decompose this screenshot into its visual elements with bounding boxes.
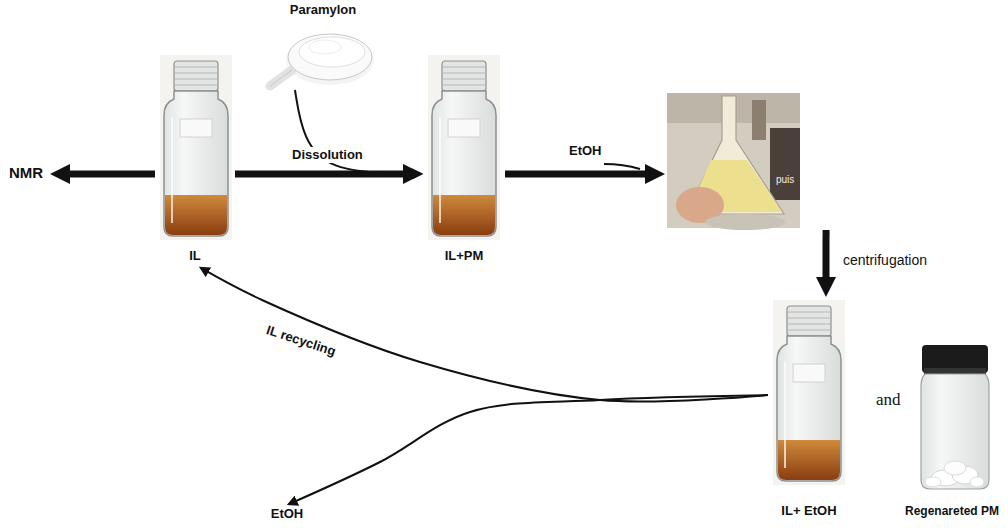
free-label: and	[876, 390, 901, 410]
edge-label: IL recycling	[261, 321, 340, 360]
edge-label: centrifugation	[840, 252, 930, 269]
spoon-photo-part	[270, 70, 292, 86]
vial-photo	[428, 55, 500, 240]
edge-label: EtOH	[566, 143, 605, 159]
output-label: EtOH	[262, 505, 312, 526]
sample-vial: IL	[155, 52, 235, 267]
flow-curve	[289, 395, 768, 504]
spoon-photo-part	[309, 40, 341, 54]
jar-photo-part	[924, 368, 986, 374]
spoon-photo-part	[286, 35, 374, 85]
node-label: IL+ EtOH	[778, 503, 839, 522]
vial-photo	[773, 300, 845, 485]
node-label: EtOH	[268, 506, 307, 525]
flow-curve	[201, 268, 768, 402]
flask-photo-part	[705, 214, 785, 230]
ingredient-label: Paramylon	[268, 2, 378, 90]
vial-photo-part	[773, 300, 845, 485]
jar-photo-part	[944, 461, 966, 475]
jar-photo-part	[922, 345, 988, 373]
flask-photo-part	[752, 100, 766, 140]
solvent-inlet-curve-part	[604, 164, 640, 169]
spoon-photo-part	[288, 34, 372, 80]
process-arrow	[64, 170, 155, 177]
process-arrow	[822, 230, 829, 283]
solvent-inlet-curve	[604, 164, 640, 169]
node-label: puis	[773, 173, 797, 189]
spoon-photo	[270, 34, 374, 86]
node-label: IL	[186, 248, 204, 267]
sample-vial: IL+ EtOH	[768, 297, 850, 522]
edge-label: Dissolution	[289, 147, 366, 163]
flask-photo-part	[770, 128, 800, 200]
vial-photo-part	[428, 55, 500, 240]
process-arrow	[505, 170, 651, 177]
analysis-label: NMR	[2, 160, 50, 188]
node-label: NMR	[6, 163, 46, 184]
flask-photo-part	[667, 93, 800, 228]
vial-photo	[160, 55, 232, 240]
flask-photo-box: puis	[665, 90, 830, 230]
spoon-photo-part	[299, 37, 365, 67]
vial-photo-part	[160, 55, 232, 240]
node-label: Regenareted PM	[902, 504, 1002, 522]
jar-photo	[921, 345, 989, 489]
product-jar: Regenareted PM	[899, 340, 1005, 522]
jar-photo-part	[925, 477, 941, 487]
node-label: Paramylon	[287, 2, 359, 21]
node-label: IL+PM	[442, 248, 487, 267]
jar-photo-part	[970, 477, 984, 487]
spoon-photo-part	[270, 70, 292, 86]
sample-vial: IL+PM	[423, 52, 505, 267]
flask-photo	[667, 93, 800, 230]
jar-photo-part	[921, 374, 989, 489]
